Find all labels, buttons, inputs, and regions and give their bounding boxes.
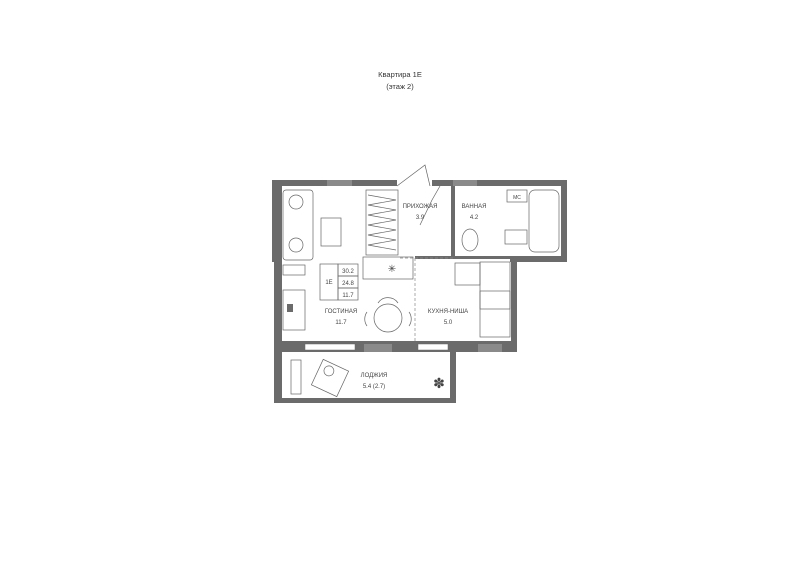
room-name-living: ГОСТИНАЯ [325,309,357,315]
plan-title: Квартира 1Е [378,70,422,79]
living-area: 11.7 [342,293,354,299]
ceiling-light-icon: ✳ [388,264,396,275]
mc-box [506,189,528,203]
sink-kitchen [454,262,481,286]
kitchen-counter [479,261,511,338]
plan-subtitle: (этаж 2) [386,82,414,91]
entry-door [396,164,431,187]
room-area-living: 11.7 [335,320,347,326]
coffee-table [320,217,342,247]
room-name-kitchen: КУХНЯ-НИША [428,309,468,315]
room-area-loggia: 5.4 (2.7) [363,384,385,390]
radiator [282,264,306,276]
room-area-bathroom: 4.2 [470,215,479,221]
mc-label: МС [513,195,521,201]
room-name-loggia: ЛОДЖИЯ [361,373,388,379]
bathtub [528,189,560,253]
toilet [461,228,479,252]
walls [272,180,567,403]
total-area: 30.2 [342,269,354,275]
room-area-kitchen: 5.0 [444,320,453,326]
room-name-bathroom: ВАННАЯ [462,204,487,210]
computer-icon [287,304,293,312]
wardrobe [365,189,399,256]
dining-table [364,297,412,333]
sofa [282,189,314,261]
area-table: 1Е 30.2 24.8 11.7 [319,263,359,301]
loggia-radiator [290,359,302,395]
bathroom-sink [504,229,528,245]
cabinet [362,256,414,280]
cooktop [479,290,511,310]
living-total-area: 24.8 [342,281,354,287]
desk [282,289,306,331]
room-area-hallway: 3.9 [416,215,425,221]
armchair [310,358,350,398]
apartment-code: 1Е [325,280,332,286]
bathroom-door [419,185,441,226]
room-name-hallway: ПРИХОЖАЯ [403,204,438,210]
plant-icon: ✽ [433,375,445,391]
